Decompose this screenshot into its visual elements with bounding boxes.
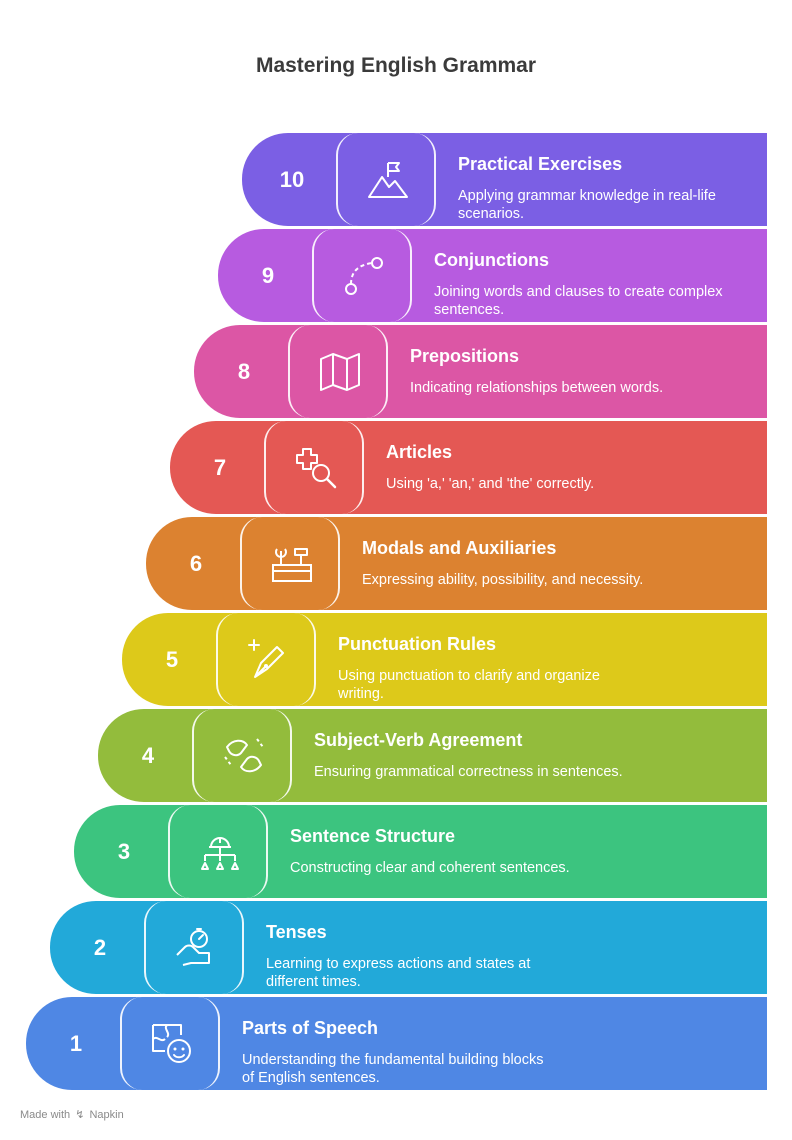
step-description: Joining words and clauses to create comp… [434, 284, 723, 318]
hand-stopwatch-icon [176, 928, 210, 966]
step-number: 9 [261, 263, 275, 288]
step-icon-cell [120, 997, 220, 1090]
step-icon-cell [312, 229, 412, 322]
step-icon-cell [264, 421, 364, 514]
napkin-brand-label: Napkin [89, 1109, 124, 1121]
step-number: 6 [189, 551, 203, 576]
step-icon-cell [192, 709, 292, 802]
step-number: 5 [165, 647, 179, 672]
step-description: Learning to express actions and states a… [266, 956, 531, 990]
step-description: Constructing clear and coherent sentence… [290, 860, 570, 876]
step-number: 1 [69, 1031, 83, 1056]
step-description: Expressing ability, possibility, and nec… [362, 572, 644, 588]
step-description: Understanding the fundamental building b… [242, 1052, 544, 1086]
mountain-flag-icon [368, 162, 408, 198]
step-description: Ensuring grammatical correctness in sent… [314, 764, 623, 780]
puzzle-face-icon [152, 1024, 191, 1063]
toolbox-icon [272, 548, 312, 582]
path-connection-icon [345, 257, 383, 295]
step-number: 2 [93, 935, 107, 960]
step-title: Subject-Verb Agreement [314, 730, 523, 750]
step-title: Prepositions [410, 346, 520, 366]
step-icon-cell [216, 613, 316, 706]
step-icon-cell [288, 325, 388, 418]
hierarchy-helmet-icon [201, 837, 239, 870]
made-with-label: Made with [20, 1109, 71, 1121]
step-title: Articles [386, 442, 453, 462]
napkin-logo-icon: ↯ [75, 1109, 85, 1121]
step-description: Using 'a,' 'an,' and 'the' correctly. [386, 476, 595, 492]
handshake-puzzle-icon [224, 738, 264, 773]
page-title: Mastering English Grammar [255, 54, 537, 77]
step-number: 7 [213, 455, 227, 480]
step-icon-cell [144, 901, 244, 994]
step-icon-cell [240, 517, 340, 610]
step-title: Conjunctions [434, 250, 549, 270]
step-description: Indicating relationships between words. [410, 380, 664, 396]
step-title: Punctuation Rules [338, 634, 497, 654]
step-title: Tenses [266, 922, 327, 942]
step-number: 8 [237, 359, 251, 384]
footer-credit: Made with ↯ Napkin [20, 1108, 124, 1121]
step-title: Modals and Auxiliaries [362, 538, 557, 558]
step-title: Sentence Structure [290, 826, 456, 846]
step-icon-cell [336, 133, 436, 226]
step-number: 4 [141, 743, 155, 768]
step-icon-cell [168, 805, 268, 898]
step-number: 3 [117, 839, 131, 864]
step-title: Parts of Speech [242, 1018, 379, 1038]
plus-search-icon [296, 448, 337, 489]
step-number: 10 [279, 167, 305, 192]
map-icon [320, 353, 360, 391]
pen-nib-icon [248, 639, 284, 678]
step-description: Applying grammar knowledge in real-life … [458, 188, 716, 222]
step-title: Practical Exercises [458, 154, 623, 174]
step-description: Using punctuation to clarify and organiz… [338, 668, 600, 702]
